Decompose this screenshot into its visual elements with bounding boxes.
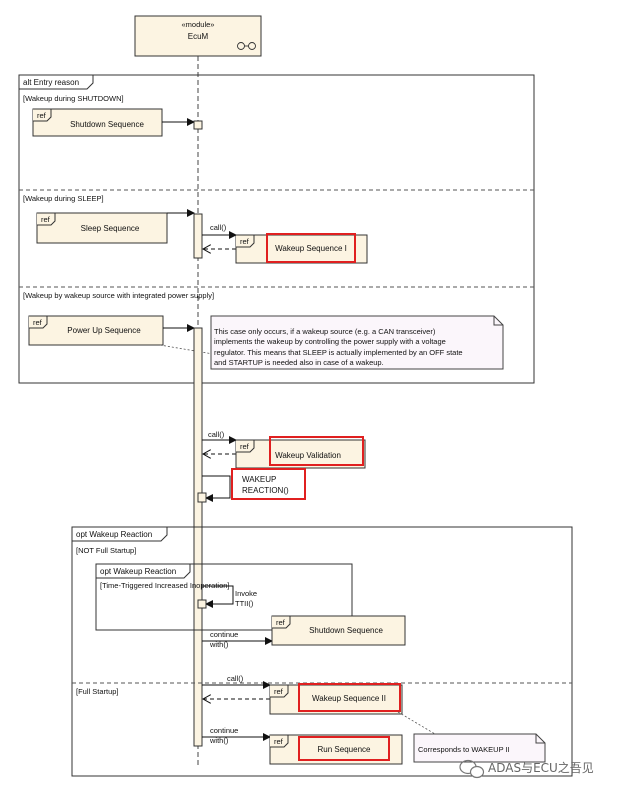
note-anchor [159, 344, 214, 355]
highlight-wakeup-reaction [231, 468, 306, 500]
guard-tti: [Time-Triggered Increased Inoperation] [100, 581, 230, 590]
note-power-supply: This case only occurs, if a wakeup sourc… [210, 315, 504, 370]
guard-not-full-startup: [NOT Full Startup] [76, 546, 136, 555]
guard-wakeup-shutdown: [Wakeup during SHUTDOWN] [23, 94, 124, 103]
msg-with-label: with() [209, 736, 229, 745]
module-stereotype: «module» [182, 20, 215, 29]
note-line-3: regulator. This means that SLEEP is actu… [214, 348, 463, 357]
ref-sleep-sequence[interactable]: ref Sleep Sequence [36, 212, 168, 244]
svg-text:ref: ref [276, 618, 286, 627]
msg-wakeup-reaction-line2: REACTION() [242, 486, 289, 495]
ref-label: Sleep Sequence [81, 224, 140, 233]
highlight-box [298, 683, 401, 712]
note-wakeup-2: Corresponds to WAKEUP II [413, 733, 546, 763]
activation-self [197, 492, 207, 503]
guard-full-startup: [Full Startup] [76, 687, 119, 696]
note-line-1: This case only occurs, if a wakeup sourc… [214, 327, 436, 336]
activation-1 [193, 120, 203, 130]
ref-wakeup-validation[interactable]: ref Wakeup Validation [235, 436, 366, 469]
alt-frame: alt Entry reason [Wakeup during SHUTDOWN… [18, 74, 535, 384]
msg-call-label: call() [227, 674, 244, 683]
msg-with-label: with() [209, 640, 229, 649]
highlight-box [298, 736, 390, 761]
ref-label: Power Up Sequence [67, 326, 141, 335]
svg-text:ref: ref [33, 318, 43, 327]
ref-label: Wakeup Validation [275, 451, 341, 460]
inner-opt-frame: opt Wakeup Reaction [Time-Triggered Incr… [95, 563, 353, 631]
activation-ttii [197, 599, 207, 609]
component-icon [237, 42, 256, 50]
ref-shutdown-sequence[interactable]: ref Shutdown Sequence [32, 108, 163, 137]
guard-wakeup-sleep: [Wakeup during SLEEP] [23, 194, 104, 203]
ref-label: Wakeup Sequence II [312, 694, 386, 703]
note-line-4: and STARTUP is needed also in case of a … [214, 358, 384, 367]
alt-frame-label: alt Entry reason [23, 78, 79, 87]
guard-wakeup-power: [Wakeup by wakeup source with integrated… [23, 291, 214, 300]
msg-invoke-ttii [202, 585, 234, 608]
ref-tag: ref [37, 111, 47, 120]
msg-call-label: call() [210, 223, 227, 232]
ref-label: Run Sequence [318, 745, 371, 754]
ecum-module[interactable]: «module» EcuM [134, 15, 262, 57]
wechat-icon [459, 759, 485, 779]
opt-frame: opt Wakeup Reaction [NOT Full Startup] [… [71, 526, 573, 777]
inner-opt-label: opt Wakeup Reaction [100, 567, 176, 576]
svg-text:ref: ref [41, 215, 51, 224]
highlight-box [269, 436, 364, 466]
svg-text:ref: ref [240, 237, 250, 246]
ref-label: Shutdown Sequence [70, 120, 144, 129]
msg-wakeup-reaction [202, 475, 231, 502]
svg-text:ref: ref [240, 442, 250, 451]
watermark-text: ADAS与ECU之吾见 [488, 761, 594, 775]
ref-shutdown-sequence-2[interactable]: ref Shutdown Sequence [271, 615, 406, 646]
msg-call-label: call() [208, 430, 225, 439]
watermark: ADAS与ECU之吾见 [459, 759, 594, 779]
highlight-box [266, 233, 356, 263]
ref-wakeup-sequence-2[interactable]: ref Wakeup Sequence II [269, 683, 403, 715]
msg-continue-label: continue [210, 726, 238, 735]
activation-2 [193, 213, 203, 259]
msg-invoke-line1: Invoke [235, 589, 257, 598]
note-anchor-2 [397, 711, 436, 735]
svg-text:ref: ref [274, 687, 284, 696]
svg-text:ref: ref [274, 737, 284, 746]
note-line-2: implements the wakeup by controlling the… [214, 337, 446, 346]
msg-continue-label: continue [210, 630, 238, 639]
ref-wakeup-sequence-1[interactable]: ref Wakeup Sequence I [235, 233, 368, 264]
activation-main [193, 327, 203, 747]
ref-label: Shutdown Sequence [309, 626, 383, 635]
note-wakeup-2-text: Corresponds to WAKEUP II [418, 745, 510, 754]
module-name: EcuM [188, 32, 209, 41]
ref-label: Wakeup Sequence I [275, 244, 347, 253]
msg-wakeup-reaction-line1: WAKEUP [242, 475, 276, 484]
ref-run-sequence[interactable]: ref Run Sequence [269, 734, 403, 765]
ref-power-up-sequence[interactable]: ref Power Up Sequence [28, 315, 164, 346]
opt-frame-label: opt Wakeup Reaction [76, 530, 152, 539]
msg-invoke-line2: TTII() [235, 599, 254, 608]
